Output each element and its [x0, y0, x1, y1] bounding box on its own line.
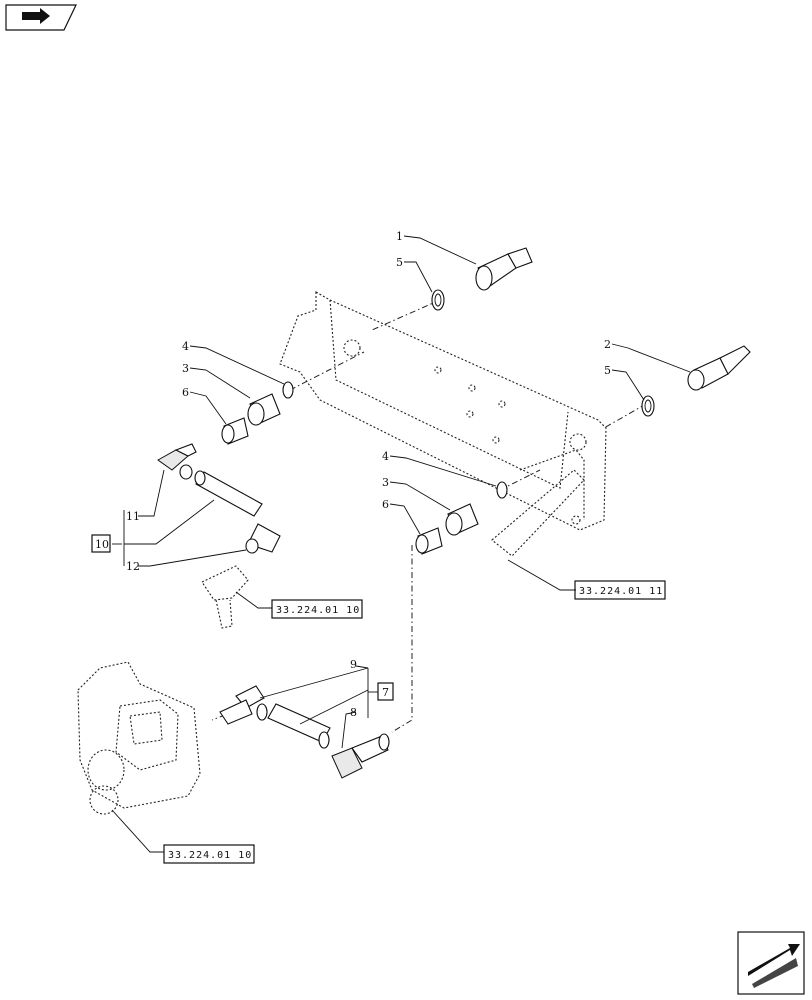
- callout-8: 8: [350, 706, 357, 719]
- callout-2: 2: [604, 338, 611, 351]
- callout-4-left: 4: [182, 340, 189, 353]
- callout-11: 11: [126, 510, 140, 523]
- part-5-oring-right[interactable]: [641, 395, 655, 417]
- callout-1: 1: [396, 230, 403, 243]
- reference-bottom-label: 33.224.01 10: [168, 850, 252, 861]
- phantom-valve: [201, 565, 249, 629]
- callout-12: 12: [126, 560, 140, 573]
- part-5-oring-top[interactable]: [431, 289, 445, 311]
- next-page-arrow-icon[interactable]: [737, 931, 805, 995]
- part-12-elbow[interactable]: [245, 523, 281, 554]
- support-bracket: [279, 291, 607, 557]
- part-2-coupling[interactable]: [687, 345, 751, 391]
- group-10-label: 10: [95, 538, 109, 551]
- callout-3-center: 3: [382, 476, 389, 489]
- part-11-elbow[interactable]: [157, 443, 197, 480]
- phantom-pump: [77, 661, 201, 815]
- reference-right-label: 33.224.01 11: [579, 586, 663, 597]
- assembly-centerlines: [211, 299, 647, 733]
- leader-lines: [111, 235, 691, 853]
- part-4-oring-left[interactable]: [282, 381, 294, 399]
- callout-6-left: 6: [182, 386, 189, 399]
- part-1-coupling[interactable]: [475, 247, 533, 291]
- group-10-pipe[interactable]: [194, 470, 263, 517]
- reference-top[interactable]: 33.224.01 10: [271, 599, 363, 619]
- group-7-box[interactable]: 7: [377, 682, 394, 701]
- part-8-elbow[interactable]: [331, 733, 390, 779]
- callout-4-center: 4: [382, 450, 389, 463]
- reference-bottom[interactable]: 33.224.01 10: [163, 844, 255, 864]
- part-4-oring-center[interactable]: [496, 481, 508, 499]
- part-3-adapter-left[interactable]: [247, 393, 281, 426]
- group-7-label: 7: [382, 686, 389, 699]
- reference-top-label: 33.224.01 10: [276, 605, 360, 616]
- reference-right[interactable]: 33.224.01 11: [574, 580, 666, 600]
- callout-9: 9: [350, 658, 357, 671]
- callout-5-top: 5: [396, 256, 403, 269]
- part-9-elbow[interactable]: [219, 685, 268, 725]
- group-7-pipe[interactable]: [267, 703, 331, 749]
- part-3-adapter-center[interactable]: [445, 503, 479, 536]
- callout-3-left: 3: [182, 362, 189, 375]
- group-10-box[interactable]: 10: [91, 534, 111, 553]
- part-6-nut-center[interactable]: [415, 527, 443, 555]
- part-6-nut-left[interactable]: [221, 417, 249, 445]
- callout-6-center: 6: [382, 498, 389, 511]
- callout-5-right: 5: [604, 364, 611, 377]
- flag-arrow-icon[interactable]: [5, 4, 77, 31]
